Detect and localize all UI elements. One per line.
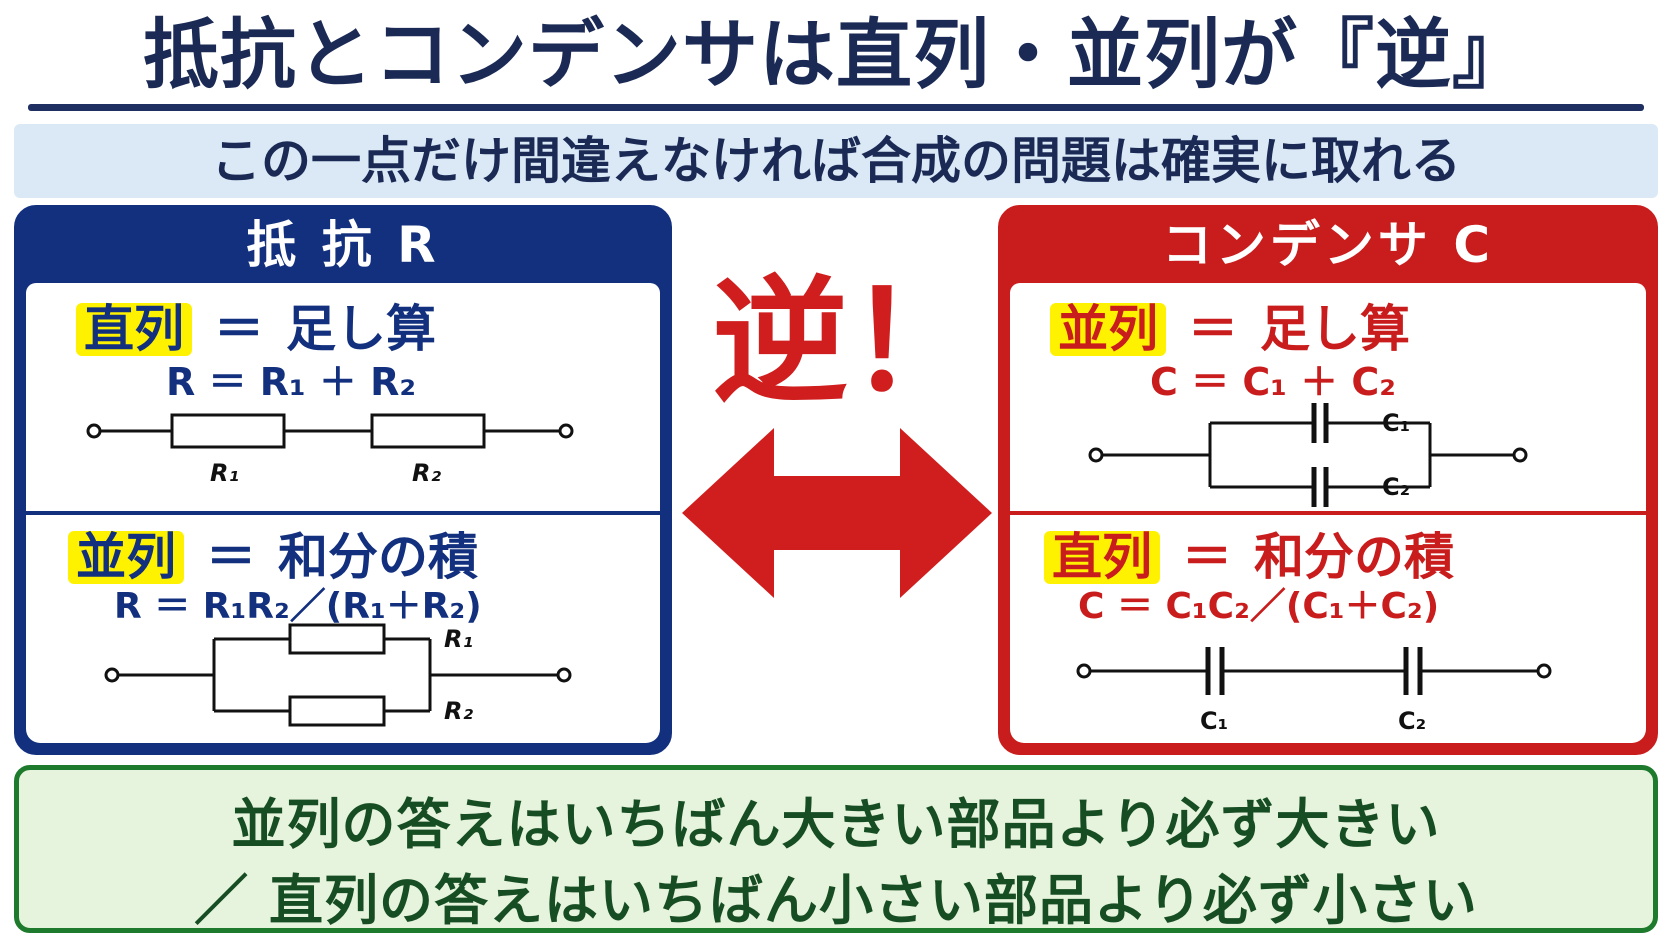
resistor-series-formula: R ＝ R₁ ＋ R₂ <box>166 360 416 404</box>
subtitle-band <box>14 124 1658 198</box>
resistor-series-section: 直列 ＝ 足し算 R ＝ R₁ ＋ R₂ R₁ R₂ <box>26 283 660 511</box>
capacitor-series-formula: C ＝ C₁C₂／(C₁＋C₂) <box>1078 586 1440 627</box>
terminal-node <box>1076 663 1092 679</box>
capacitor-series-equals: ＝ <box>1182 528 1232 586</box>
capacitor-label-c2: C₂ <box>1382 473 1410 501</box>
reverse-label: 逆！ <box>712 264 984 422</box>
capacitor-parallel-formula: C ＝ C₁ ＋ C₂ <box>1150 360 1396 404</box>
terminal-node <box>1512 447 1528 463</box>
capacitor-parallel-section: 並列 ＝ 足し算 C ＝ C₁ ＋ C₂ C₁ C₂ <box>1010 283 1646 511</box>
resistor-label-r2: R₂ <box>412 459 441 487</box>
resistor-label-r1: R₁ <box>444 625 473 653</box>
terminal-node <box>1088 447 1104 463</box>
resistor-label-r2: R₂ <box>444 697 473 725</box>
capacitor-parallel-term: 並列 <box>1050 303 1166 356</box>
resistor-header: 抵 抗 R <box>246 216 440 274</box>
resistor-parallel-rule-text: 和分の積 <box>278 528 478 586</box>
title-underline <box>28 104 1644 111</box>
resistor-parallel-equals: ＝ <box>206 528 256 586</box>
capacitor-label-c2: C₂ <box>1398 707 1426 735</box>
capacitor-parallel-equals: ＝ <box>1188 300 1238 358</box>
capacitor-series-circuit: C₁ C₂ <box>1076 647 1552 735</box>
capacitor-series-rule: 直列 ＝ 和分の積 <box>1044 517 1454 589</box>
resistor-parallel-formula: R ＝ R₁R₂／(R₁＋R₂) <box>114 586 482 627</box>
resistor-parallel-section: 並列 ＝ 和分の積 R ＝ R₁R₂／(R₁＋R₂) R₁ R₂ <box>26 515 660 743</box>
resistor-series-equals: ＝ <box>214 300 264 358</box>
capacitor-series-term: 直列 <box>1044 531 1160 584</box>
terminal-node <box>1536 663 1552 679</box>
summary-box: 並列の答えはいちばん大きい部品より必ず大きい ／ 直列の答えはいちばん小さい部品… <box>14 765 1658 933</box>
resistor-series-term: 直列 <box>76 303 192 356</box>
capacitor-parallel-rule-text: 足し算 <box>1260 300 1410 358</box>
capacitor-header: コンデンサ C <box>1161 216 1495 274</box>
summary-line-parallel: 並列の答えはいちばん大きい部品より必ず大きい <box>231 793 1441 856</box>
capacitor-label-c1: C₁ <box>1382 409 1410 437</box>
double-arrow-icon <box>682 428 992 598</box>
capacitor-parallel-rule: 並列 ＝ 足し算 <box>1050 289 1410 361</box>
resistor-series-circuit: R₁ R₂ <box>86 413 574 487</box>
resistor-series-rule-text: 足し算 <box>286 300 436 358</box>
terminal-node <box>558 423 574 439</box>
capacitor-parallel-circuit: C₁ C₂ <box>1088 403 1528 507</box>
terminal-node <box>86 423 102 439</box>
page-title: 抵抗とコンデンサは直列・並列が『逆』 <box>143 10 1529 99</box>
resistor-label-r1: R₁ <box>210 459 239 487</box>
resistor-parallel-rule: 並列 ＝ 和分の積 <box>68 517 478 589</box>
capacitor-series-rule-text: 和分の積 <box>1254 528 1454 586</box>
capacitor-series-section: 直列 ＝ 和分の積 C ＝ C₁C₂／(C₁＋C₂) C₁ C₂ <box>1010 515 1646 743</box>
terminal-node <box>556 667 572 683</box>
resistor-panel: 抵 抗 R 直列 ＝ 足し算 R ＝ R₁ ＋ R₂ R₁ R₂ 並列 ＝ 和分の積 R… <box>14 205 672 755</box>
summary-line-series: ／ 直列の答えはいちばん小さい部品より必ず小さい <box>194 869 1478 932</box>
resistor-series-rule: 直列 ＝ 足し算 <box>76 289 436 361</box>
resistor-parallel-circuit: R₁ R₂ <box>104 623 572 727</box>
subtitle: この一点だけ間違えなければ合成の問題は確実に取れる <box>211 132 1461 190</box>
capacitor-panel: コンデンサ C 並列 ＝ 足し算 C ＝ C₁ ＋ C₂ <box>998 205 1658 755</box>
resistor-parallel-term: 並列 <box>68 531 184 584</box>
terminal-node <box>104 667 120 683</box>
capacitor-label-c1: C₁ <box>1200 707 1228 735</box>
